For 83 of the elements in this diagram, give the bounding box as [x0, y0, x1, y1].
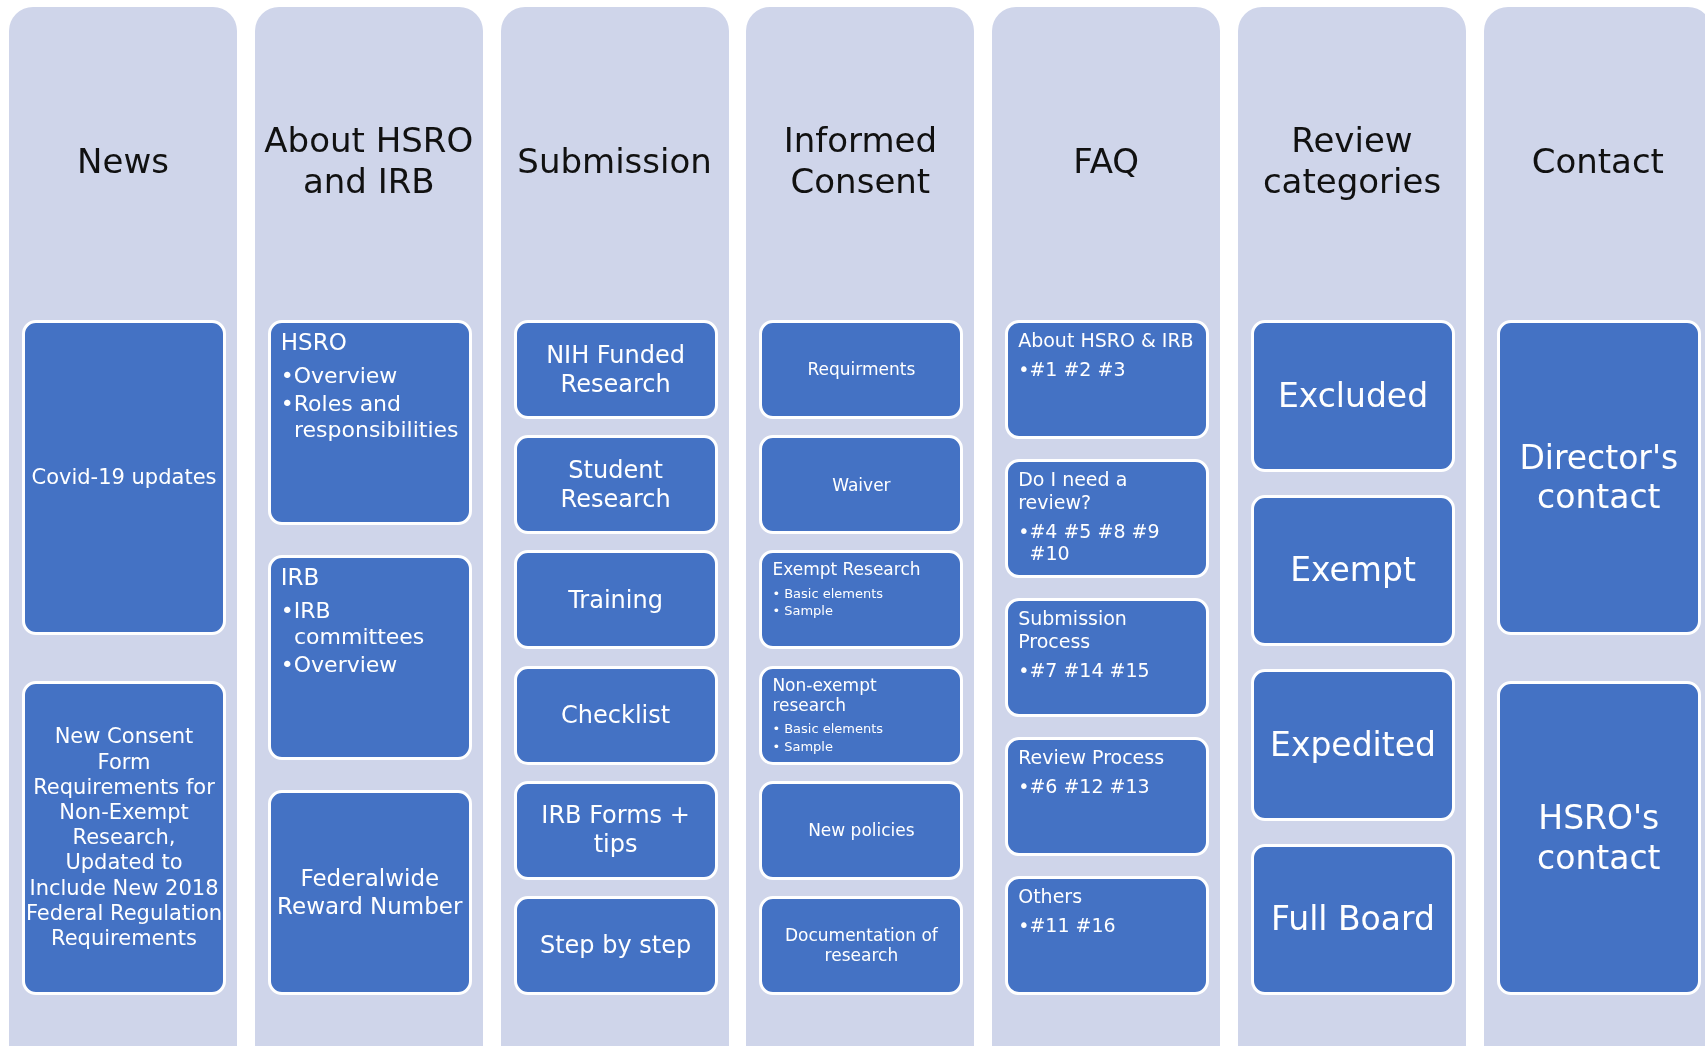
bullet-item: •#11 #16 [1018, 913, 1116, 937]
box-text: Full Board [1271, 899, 1435, 940]
category-column [500, 7, 729, 1046]
topic-box [759, 895, 964, 995]
bullet-item: •#7 #14 #15 [1018, 658, 1150, 682]
box-text: New Consent Form Requirements for Non-Exempt Research, Updated to Include New 2018 Federal Regulation Requirements [25, 724, 223, 952]
box-heading: Exempt Research [772, 559, 921, 580]
topic-box [513, 435, 718, 535]
column-title: Review categories [1261, 120, 1443, 202]
topic-box [267, 555, 472, 760]
box-text: IRB Forms + tips [540, 801, 691, 860]
bullet-item: • Sample [772, 603, 834, 619]
box-heading: Submission Process [1018, 607, 1128, 653]
topic-box [1496, 680, 1701, 995]
column-title: Submission [516, 140, 713, 182]
column-title: About HSRO and IRB [263, 120, 475, 202]
topic-box [267, 790, 472, 995]
box-text: Checklist [561, 700, 671, 730]
category-column [992, 7, 1221, 1046]
topic-box [759, 320, 964, 420]
topic-box [759, 550, 964, 650]
topic-box [1251, 320, 1455, 472]
topic-box [1005, 320, 1210, 439]
topic-box [1251, 669, 1455, 821]
topic-box [759, 780, 964, 880]
box-text: Waiver [832, 474, 891, 495]
box-heading: Others [1018, 885, 1083, 908]
topic-box [1251, 494, 1455, 646]
box-text: Excluded [1277, 375, 1429, 416]
topic-box [267, 320, 472, 525]
category-column [1238, 7, 1466, 1046]
topic-box [22, 320, 226, 635]
topic-box [1496, 320, 1701, 635]
bullet-item: •#6 #12 #13 [1018, 774, 1150, 798]
column-title: News [76, 140, 170, 182]
bullet-item: •#1 #2 #3 [1018, 357, 1126, 381]
topic-box [513, 780, 718, 880]
box-text: Covid-19 updates [31, 464, 217, 490]
box-text: Training [568, 585, 663, 615]
category-column [254, 7, 483, 1046]
topic-box [22, 680, 226, 995]
column-title: Informed Consent [782, 120, 939, 202]
box-text: Step by step [539, 931, 692, 960]
box-heading: About HSRO & IRB [1018, 329, 1194, 352]
box-text: NIH Funded Research [545, 340, 686, 399]
bullet-item: •#4 #5 #8 #9 #10 [1018, 519, 1161, 566]
box-text: Expedited [1270, 724, 1436, 765]
box-text: Student Research [559, 455, 672, 514]
topic-box [513, 665, 718, 765]
bullet-item: • Basic elements [772, 721, 884, 737]
box-text: HSRO's contact [1536, 798, 1662, 878]
topic-box [513, 320, 718, 420]
bullet-item: • Sample [772, 738, 834, 755]
category-column [1483, 7, 1705, 1046]
category-column [746, 7, 975, 1046]
box-heading: HSRO [280, 329, 347, 357]
topic-box [1005, 737, 1210, 856]
box-text: New policies [808, 820, 915, 841]
topic-box [759, 435, 964, 535]
topic-box [513, 550, 718, 650]
column-title: FAQ [1072, 140, 1141, 182]
topic-box [1005, 598, 1210, 717]
box-text: Documentation of research [783, 925, 939, 966]
box-text: Director's contact [1518, 437, 1680, 517]
topic-box [513, 895, 718, 995]
topic-box [759, 665, 964, 765]
box-heading: Do I need a review? [1018, 468, 1129, 514]
topic-box [1005, 459, 1210, 578]
column-title: Contact [1530, 140, 1665, 182]
bullet-item: •Roles and responsibilities [280, 391, 459, 444]
box-heading: Non-exempt research [772, 674, 878, 716]
bullet-item: •IRB committees [280, 597, 426, 651]
topic-box [1251, 843, 1455, 995]
box-text: Requirments [807, 359, 916, 380]
category-column [9, 7, 237, 1046]
box-heading: Review Process [1018, 746, 1165, 769]
topic-box [1005, 876, 1210, 995]
box-text: Federalwide Reward Number [276, 864, 464, 921]
box-text: Exempt [1290, 550, 1416, 591]
bullet-item: •Overview [280, 362, 399, 389]
box-heading: IRB [280, 564, 320, 592]
bullet-item: •Overview [280, 652, 399, 679]
bullet-item: • Basic elements [772, 585, 884, 602]
